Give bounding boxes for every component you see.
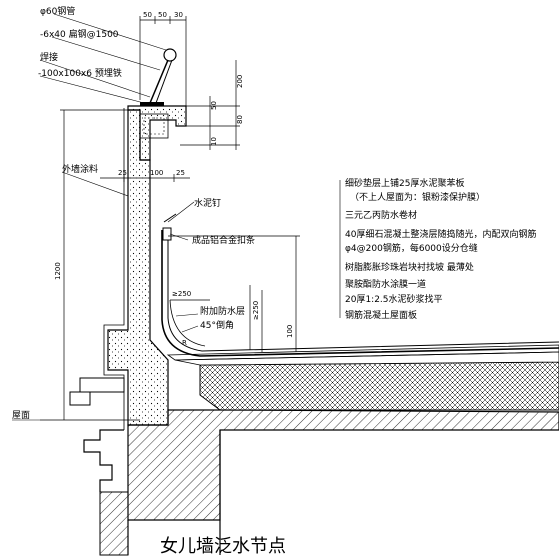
leader-lines	[12, 13, 341, 421]
label-flat-steel: -6x40 扁钢@1500	[40, 28, 119, 40]
steel-pipe-section	[163, 48, 177, 62]
label-roof-surface: 屋面	[12, 410, 30, 421]
railing	[140, 48, 177, 106]
dimension-lines	[40, 16, 300, 421]
label-aluminum-strip: 成品铝合金扣条	[192, 234, 255, 246]
label-weld: 焊接	[40, 51, 58, 63]
dim-h-100: 100	[150, 169, 163, 177]
label-additional-waterproof: 附加防水层	[200, 305, 245, 317]
dim-ge250a: ≥250	[172, 290, 191, 298]
roof-layer-item: 钢筋混凝土屋面板	[345, 309, 417, 321]
roof-layer-item: 细砂垫层上铺25厚水泥聚苯板	[345, 177, 464, 189]
label-exterior-coating: 外墙涂料	[62, 163, 98, 175]
parapet-wall	[69, 105, 559, 556]
dim-v-1200: 1200	[54, 262, 62, 280]
dim-v-200: 200	[236, 75, 244, 88]
dim-top-30: 30	[174, 11, 183, 19]
dim-ge250b: ≥250	[252, 301, 260, 320]
dim-h-25a: 25	[118, 169, 127, 177]
roof-layer-item: 聚胺酯防水涂膜一道	[345, 278, 426, 290]
dim-v-r: R	[182, 339, 187, 347]
roof-layer-item: 树脂膨胀珍珠岩块衬找坡 最薄处	[345, 261, 474, 273]
roof-layer-item: 20厚1:2.5水泥砂浆找平	[345, 293, 443, 305]
dim-v-10: 10	[210, 137, 218, 146]
dim-top-50b: 50	[158, 11, 167, 19]
roof-build-up	[161, 213, 559, 411]
dim-top-50a: 50	[143, 11, 152, 19]
label-chamfer-45: 45°倒角	[200, 319, 234, 331]
cement-nail-mark	[163, 213, 177, 223]
embedded-plate	[140, 102, 164, 106]
dim-v-100: 100	[286, 325, 294, 338]
roof-layer-item: （不上人屋面为：银粉漆保护膜）	[350, 191, 485, 203]
flat-steel-post	[149, 59, 169, 104]
roof-layer-item: 三元乙丙防水卷材	[345, 209, 417, 221]
label-embedded-plate: -100x100x6 预埋铁	[38, 67, 122, 79]
roof-layer-item: φ4@200钢筋，每6000设分仓缝	[345, 242, 478, 254]
dim-v-50: 50	[210, 101, 218, 110]
roof-layer-list: 细砂垫层上铺25厚水泥聚苯板 （不上人屋面为：银粉漆保护膜） 三元乙丙防水卷材 …	[345, 177, 536, 321]
aluminum-termination-strip	[162, 227, 172, 241]
dim-v-80: 80	[236, 115, 244, 124]
label-steel-pipe: φ60钢管	[40, 5, 75, 17]
drawing-title: 女儿墙泛水节点	[160, 536, 286, 557]
label-cement-nail: 水泥钉	[194, 197, 221, 209]
dim-h-25b: 25	[176, 169, 185, 177]
roof-layer-item: 40厚细石混凝土整浇层随捣随光，内配双向钢筋	[345, 228, 536, 240]
dimension-texts: 50 50 30 200 50 80 10 25 100 25 ≥250 ≥25…	[54, 11, 294, 347]
